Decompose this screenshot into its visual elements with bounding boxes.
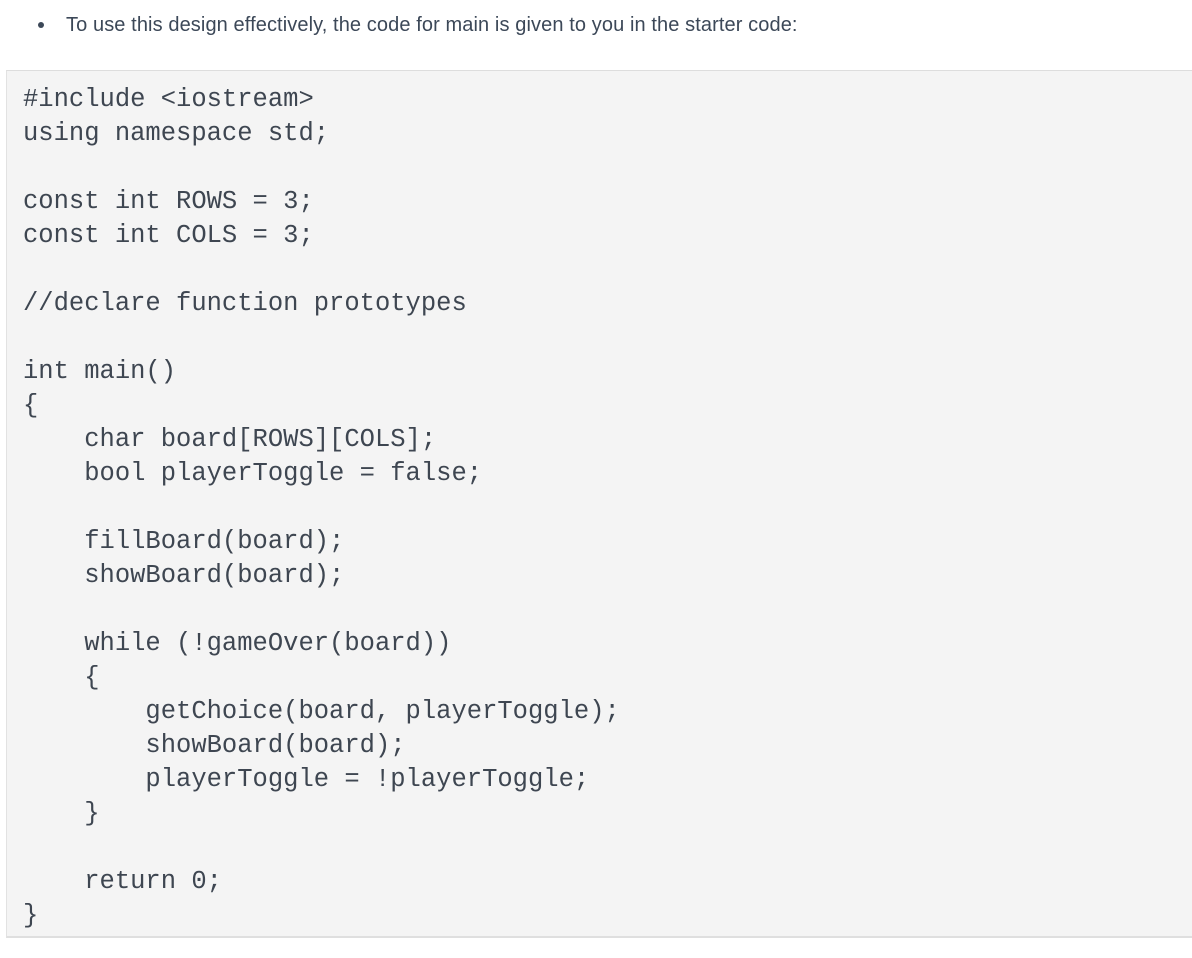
code-line: }	[23, 901, 39, 930]
code-content[interactable]: #include <iostream>using namespace std; …	[7, 71, 1192, 933]
code-line	[23, 491, 1192, 525]
code-line: #include <iostream>	[23, 85, 314, 114]
code-line	[23, 593, 1192, 627]
code-line: //declare function prototypes	[23, 289, 467, 318]
code-line: showBoard(board);	[23, 731, 406, 760]
code-line: using namespace std;	[23, 119, 330, 148]
instruction-text: To use this design effectively, the code…	[66, 14, 798, 36]
code-line: {	[23, 663, 100, 692]
code-block-container: #include <iostream>using namespace std; …	[6, 70, 1192, 938]
list-item: To use this design effectively, the code…	[0, 0, 1192, 39]
code-line	[23, 253, 1192, 287]
code-line	[23, 321, 1192, 355]
code-block[interactable]: #include <iostream>using namespace std; …	[6, 70, 1192, 938]
code-line: fillBoard(board);	[23, 527, 345, 556]
bullet-dot-icon	[38, 22, 44, 28]
code-line: int main()	[23, 357, 177, 386]
code-line	[23, 151, 1192, 185]
code-line: playerToggle = !playerToggle;	[23, 765, 590, 794]
code-line: }	[23, 799, 100, 828]
code-line	[23, 831, 1192, 865]
code-line: const int ROWS = 3;	[23, 187, 314, 216]
instruction-list: To use this design effectively, the code…	[0, 0, 1192, 39]
code-line: bool playerToggle = false;	[23, 459, 483, 488]
code-line: {	[23, 391, 39, 420]
code-line: while (!gameOver(board))	[23, 629, 452, 658]
code-line: showBoard(board);	[23, 561, 345, 590]
code-line: return 0;	[23, 867, 222, 896]
code-line: const int COLS = 3;	[23, 221, 314, 250]
code-lines: #include <iostream>using namespace std; …	[23, 83, 1192, 933]
code-line: char board[ROWS][COLS];	[23, 425, 437, 454]
code-line: getChoice(board, playerToggle);	[23, 697, 620, 726]
